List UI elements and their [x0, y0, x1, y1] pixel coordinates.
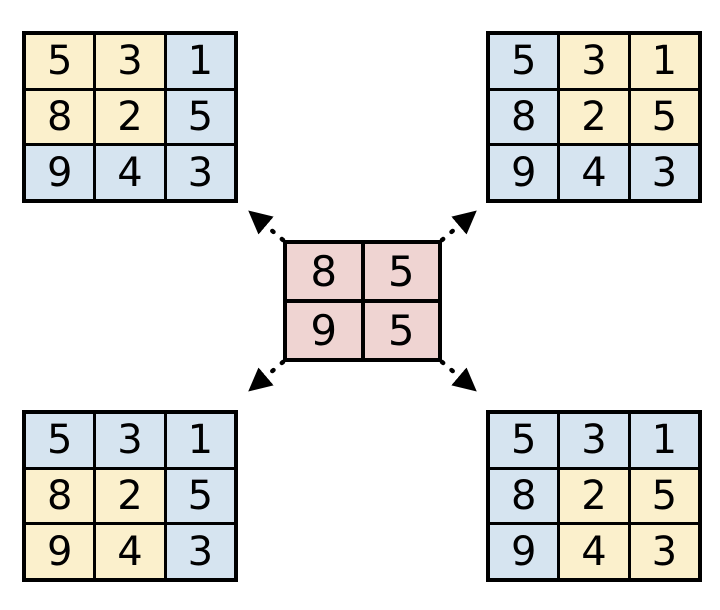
- grid-cell: 3: [560, 414, 628, 467]
- grid-cell: 9: [490, 525, 558, 578]
- grid-cell: 9: [26, 525, 94, 578]
- grid-cell: 8: [490, 469, 558, 523]
- grid-center-result: 8 5 9 5: [283, 240, 442, 362]
- grid-cell: 5: [364, 303, 438, 358]
- grid-bottom-right: 5 3 1 8 2 5 9 4 3: [486, 410, 702, 582]
- grid-cell: 1: [630, 35, 698, 88]
- grid-cell: 8: [490, 90, 558, 144]
- grid-cell: 5: [166, 90, 234, 144]
- grid-cell: 5: [364, 244, 438, 299]
- grid-cell: 5: [26, 35, 94, 88]
- grid-cell: 5: [630, 469, 698, 523]
- grid-cell: 5: [26, 414, 94, 467]
- grid-cell: 9: [26, 146, 94, 199]
- grid-cell: 5: [490, 35, 558, 88]
- grid-cell: 4: [560, 525, 628, 578]
- grid-cell: 3: [630, 525, 698, 578]
- grid-cell: 4: [96, 525, 164, 578]
- grid-cell: 3: [96, 35, 164, 88]
- grid-cell: 8: [26, 90, 94, 144]
- grid-bottom-left: 5 3 1 8 2 5 9 4 3: [22, 410, 238, 582]
- grid-cell: 3: [166, 525, 234, 578]
- grid-cell: 9: [287, 303, 361, 358]
- grid-top-left: 5 3 1 8 2 5 9 4 3: [22, 31, 238, 203]
- grid-cell: 9: [490, 146, 558, 199]
- grid-cell: 2: [560, 90, 628, 144]
- grid-cell: 4: [96, 146, 164, 199]
- grid-cell: 1: [166, 414, 234, 467]
- grid-cell: 5: [490, 414, 558, 467]
- grid-cell: 2: [96, 90, 164, 144]
- grid-cell: 4: [560, 146, 628, 199]
- grid-top-right: 5 3 1 8 2 5 9 4 3: [486, 31, 702, 203]
- grid-cell: 3: [560, 35, 628, 88]
- arrow-center-to-top-left: [247, 209, 286, 243]
- grid-cell: 8: [287, 244, 361, 299]
- grid-cell: 1: [630, 414, 698, 467]
- arrow-center-to-bottom-left: [247, 359, 286, 393]
- grid-cell: 3: [630, 146, 698, 199]
- grid-cell: 5: [166, 469, 234, 523]
- grid-cell: 8: [26, 469, 94, 523]
- grid-cell: 2: [560, 469, 628, 523]
- grid-cell: 3: [96, 414, 164, 467]
- grid-cell: 3: [166, 146, 234, 199]
- grid-cell: 1: [166, 35, 234, 88]
- arrow-center-to-top-right: [439, 209, 478, 243]
- grid-cell: 5: [630, 90, 698, 144]
- grid-cell: 2: [96, 469, 164, 523]
- arrow-center-to-bottom-right: [439, 359, 478, 393]
